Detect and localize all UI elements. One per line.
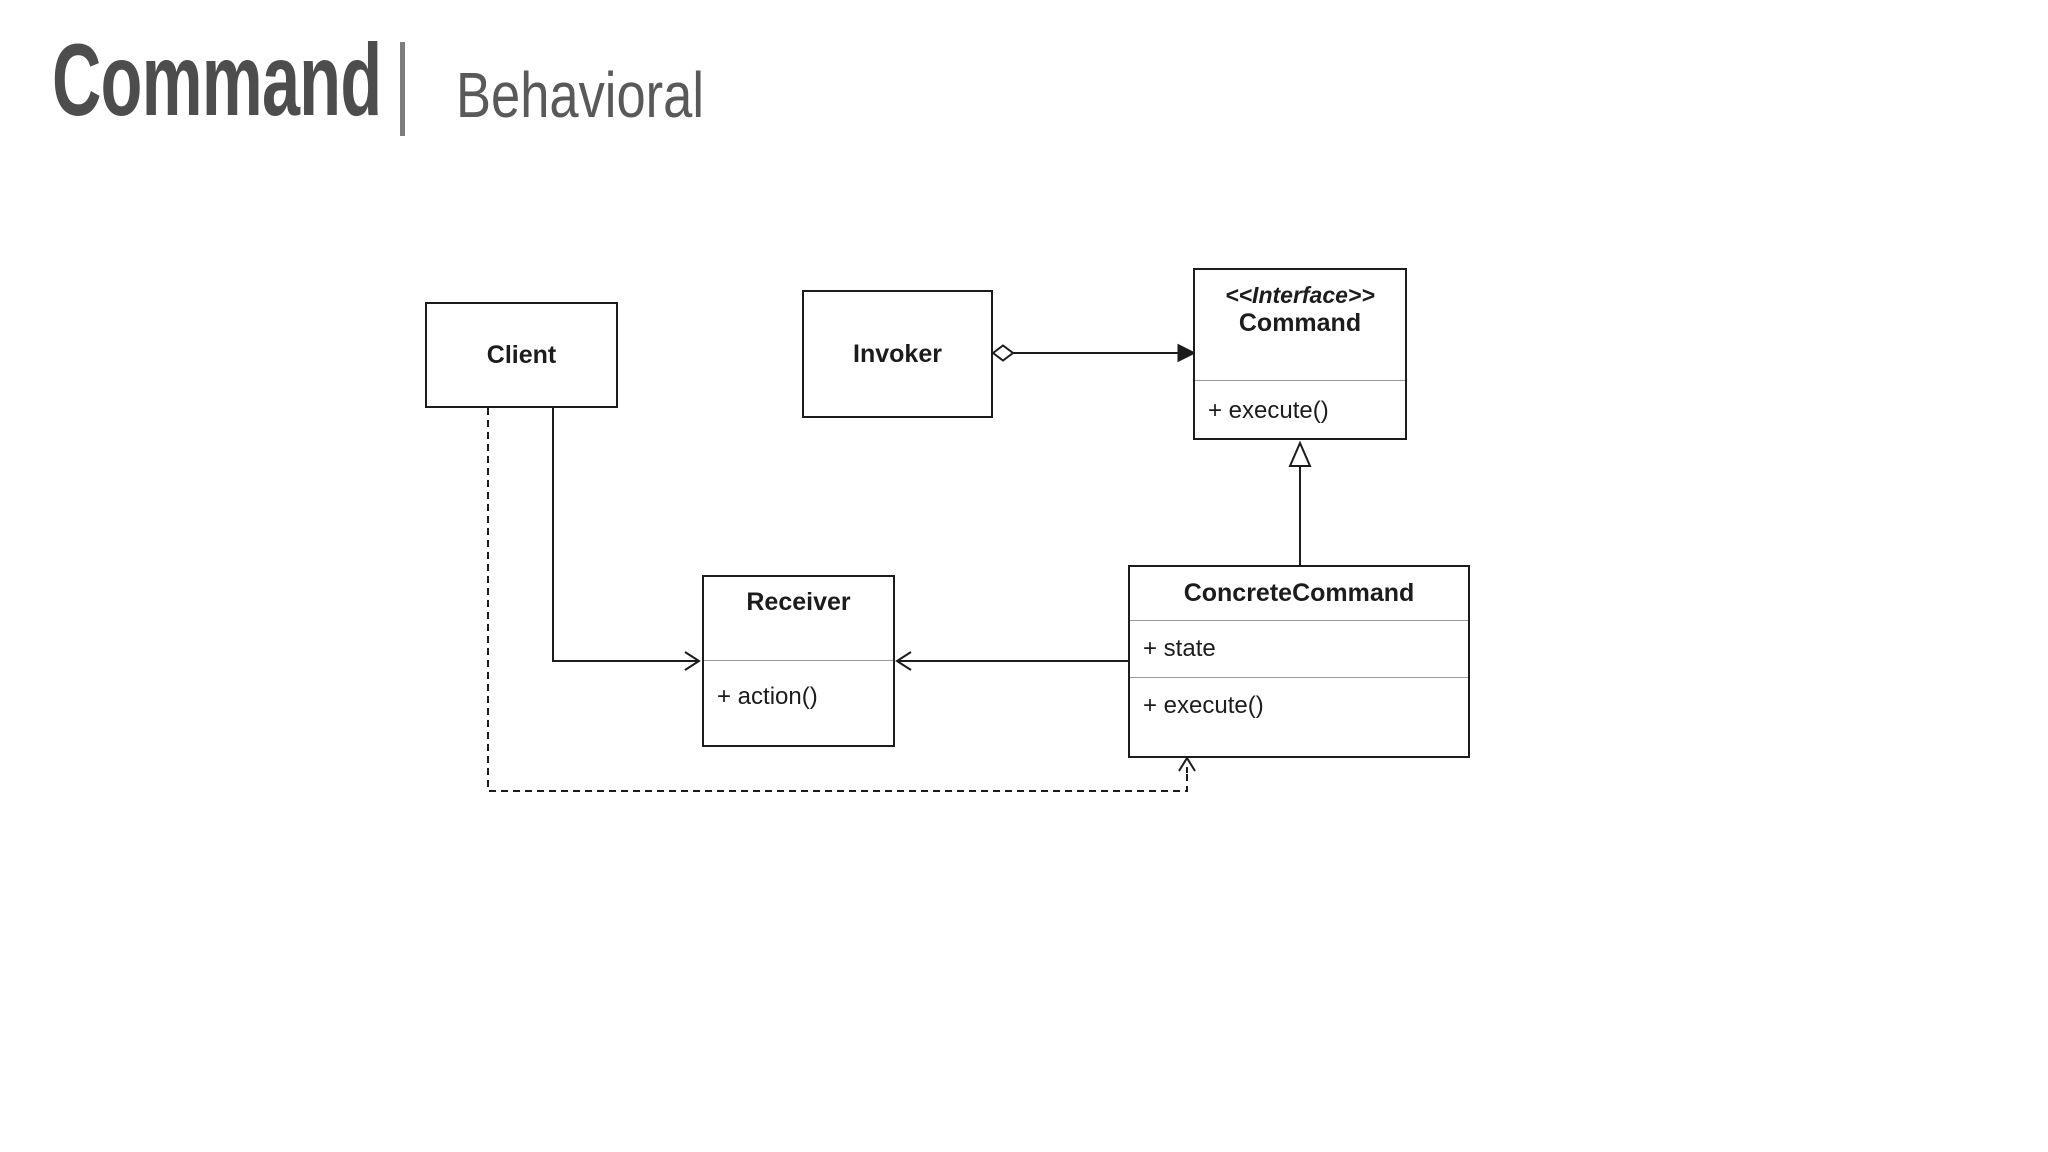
open-diamond-icon: [991, 344, 1015, 362]
page-subtitle: Behavioral: [456, 59, 704, 131]
aggregation-link-invoker-command: [991, 343, 1197, 363]
section-divider: [1195, 380, 1405, 381]
open-arrowhead-icon: [895, 651, 912, 671]
class-name: Command: [1238, 309, 1362, 337]
class-method: + execute(): [1143, 692, 1264, 719]
class-stereotype: <<Interface>>: [1225, 282, 1375, 308]
section-divider: [1130, 620, 1468, 621]
class-box-invoker: Invoker: [802, 290, 993, 418]
class-name: Invoker: [853, 339, 942, 368]
hollow-triangle-icon: [1288, 440, 1312, 467]
class-attribute: + state: [1143, 635, 1216, 662]
class-method: + execute(): [1208, 397, 1329, 424]
class-box-client: Client: [425, 302, 618, 408]
class-name: ConcreteCommand: [1183, 579, 1415, 607]
realization-link-concretecommand-command: [1288, 440, 1312, 566]
association-link-concretecommand-receiver: [895, 651, 1130, 671]
class-name: Client: [486, 340, 557, 369]
class-box-receiver: Receiver + action(): [702, 575, 895, 747]
class-method: + action(): [717, 683, 818, 710]
class-box-concretecommand: ConcreteCommand + state + execute(): [1128, 565, 1470, 758]
class-name: Receiver: [746, 588, 851, 616]
section-divider: [704, 660, 893, 661]
page-title: Command: [52, 23, 382, 137]
association-link-client-receiver: [552, 408, 701, 671]
open-arrowhead-icon: [684, 651, 701, 671]
class-box-command: <<Interface>> Command + execute(): [1193, 268, 1407, 440]
open-arrowhead-icon: [1178, 756, 1196, 772]
title-separator: [400, 42, 405, 136]
section-divider: [1130, 677, 1468, 678]
